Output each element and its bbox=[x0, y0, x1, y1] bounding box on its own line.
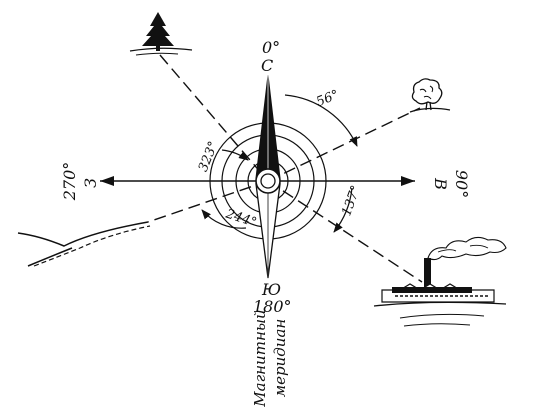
bearing-lines bbox=[147, 54, 423, 283]
deciduous-tree-icon bbox=[409, 78, 451, 113]
east-degree-label: 90° bbox=[452, 170, 471, 198]
meridian-caption-line1: Магнитный bbox=[251, 309, 269, 407]
east-letter-label: В bbox=[431, 177, 450, 190]
south-letter-label: Ю bbox=[261, 280, 281, 299]
compass-needle bbox=[255, 74, 281, 279]
meridian-caption-line2: меридиан bbox=[271, 319, 289, 398]
road-icon bbox=[17, 221, 151, 267]
bearing-line-fir bbox=[159, 54, 269, 182]
bearing-line-tree bbox=[267, 107, 421, 182]
bearing-line-road bbox=[147, 180, 269, 223]
azimuth-137-label: 137° bbox=[339, 184, 364, 219]
north-letter-label: С bbox=[261, 56, 273, 75]
bearing-line-factory bbox=[267, 180, 423, 283]
factory-icon bbox=[373, 236, 507, 327]
azimuth-323-label: 323° bbox=[196, 139, 222, 174]
arc-56-arrow bbox=[284, 94, 358, 147]
fir-tree-icon bbox=[129, 12, 193, 56]
west-arrowhead bbox=[100, 176, 114, 186]
arc-137-arrow bbox=[333, 187, 353, 233]
arc-244-arrow bbox=[201, 209, 247, 229]
arc-323-arrow bbox=[221, 149, 249, 161]
azimuth-56-label: 56° bbox=[314, 87, 341, 110]
south-degree-label: 180° bbox=[253, 297, 292, 316]
needle-pivot-inner bbox=[260, 173, 276, 189]
east-arrowhead bbox=[401, 176, 415, 186]
north-degree-label: 0° bbox=[262, 38, 280, 57]
west-letter-label: З bbox=[81, 178, 100, 188]
west-degree-label: 270° bbox=[60, 162, 79, 202]
